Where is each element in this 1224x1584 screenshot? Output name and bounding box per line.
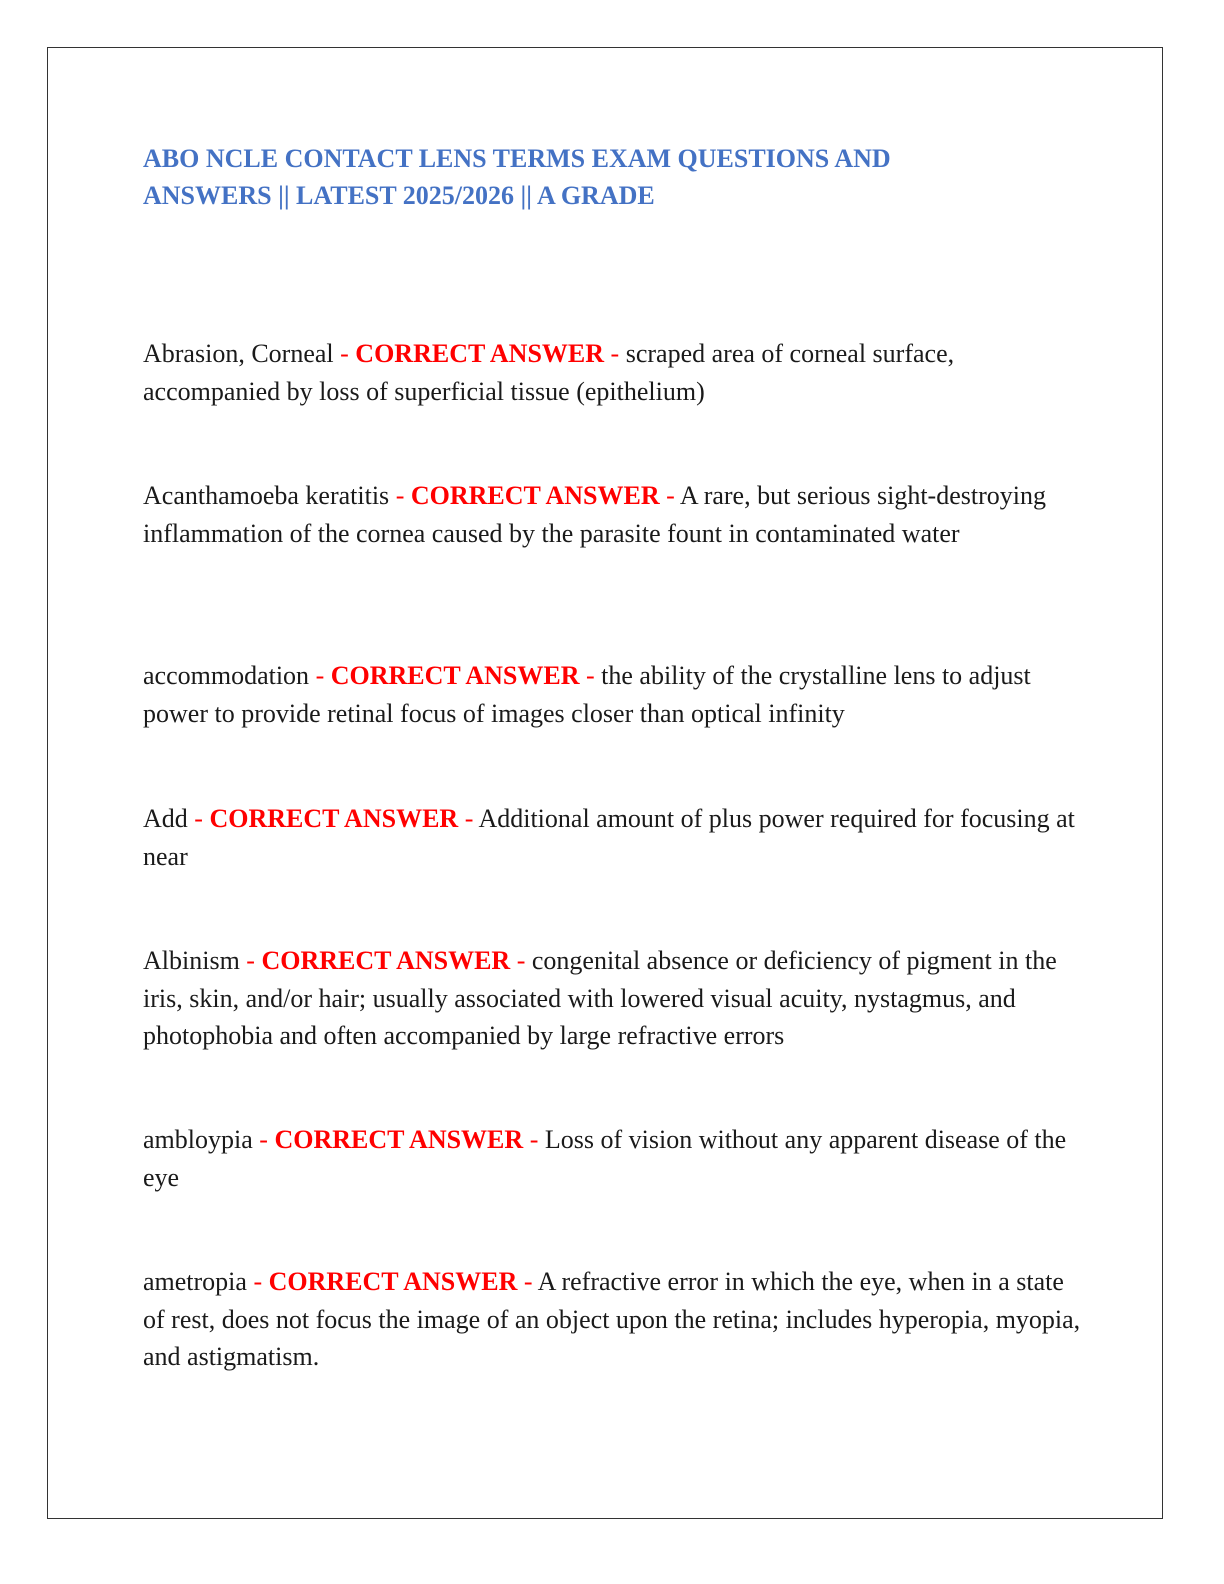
separator: - [253,1267,263,1296]
term: Abrasion, Corneal [143,339,334,368]
definition: Loss of vision without any apparent dise… [143,1125,1067,1192]
definition: A rare, but serious sight-destroying inf… [143,481,1046,548]
definition: congenital absence or deficiency of pigm… [143,946,1057,1050]
answer-label: CORRECT ANSWER [355,339,605,368]
term-entry: ambloypia - CORRECT ANSWER - Loss of vis… [143,1121,1083,1196]
term-entry: Add - CORRECT ANSWER - Additional amount… [143,800,1083,875]
term: Albinism [143,946,240,975]
answer-label: CORRECT ANSWER [330,661,580,690]
definition: scraped area of corneal surface, accompa… [143,339,955,406]
separator: - [516,946,526,975]
term: ambloypia [143,1125,253,1154]
answer-label: CORRECT ANSWER [261,946,511,975]
separator: - [585,661,595,690]
answer-label: CORRECT ANSWER [274,1125,524,1154]
separator: - [259,1125,268,1154]
term: ametropia [143,1267,247,1296]
separator: - [246,946,255,975]
separator: - [610,339,620,368]
term-entry: Abrasion, Corneal - CORRECT ANSWER - scr… [143,335,1083,410]
term-entry: Albinism - CORRECT ANSWER - congenital a… [143,942,1083,1055]
term-entry: Acanthamoeba keratitis - CORRECT ANSWER … [143,477,1083,552]
answer-label: CORRECT ANSWER [209,804,459,833]
separator: - [464,804,474,833]
term-entry: ametropia - CORRECT ANSWER - A refractiv… [143,1263,1083,1376]
separator: - [523,1267,533,1296]
term: accommodation [143,661,310,690]
definition: the ability of the crystalline lens to a… [143,661,1031,728]
definition: Additional amount of plus power required… [143,804,1075,871]
separator: - [315,661,325,690]
separator: - [340,339,349,368]
separator: - [194,804,203,833]
answer-label: CORRECT ANSWER [410,481,660,510]
page-border [47,47,1163,1519]
separator: - [529,1125,539,1154]
term-entry: accommodation - CORRECT ANSWER - the abi… [143,657,1083,732]
definition: A refractive error in which the eye, whe… [143,1267,1081,1371]
answer-label: CORRECT ANSWER [268,1267,518,1296]
term: Add [143,804,188,833]
term: Acanthamoeba keratitis [143,481,390,510]
separator: - [395,481,405,510]
document-title: ABO NCLE CONTACT LENS TERMS EXAM QUESTIO… [143,144,891,210]
separator: - [666,481,675,510]
